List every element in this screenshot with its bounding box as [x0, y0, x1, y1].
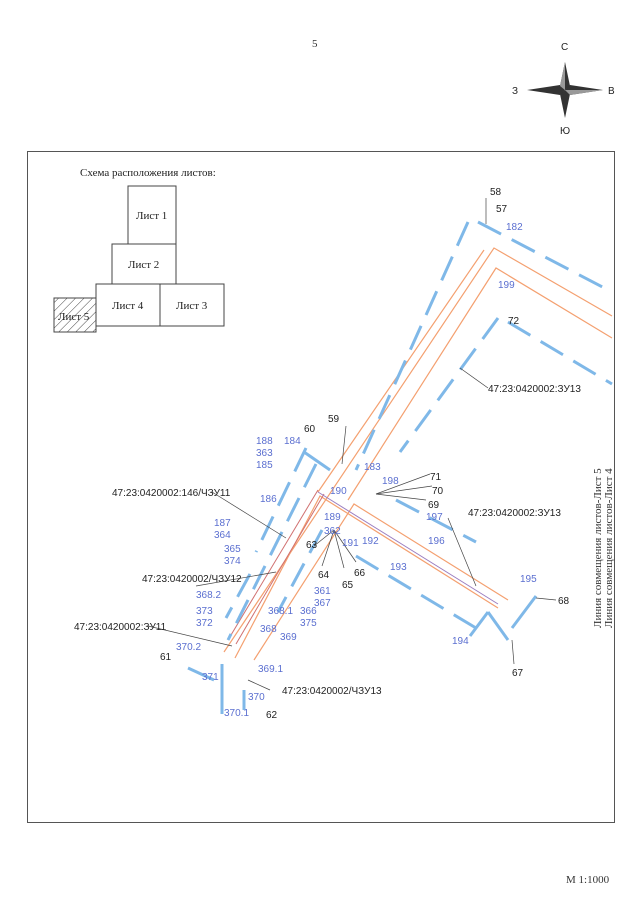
point-362: 362 — [324, 526, 341, 537]
parcel-label-zu13-top: 47:23:0420002:ЗУ13 — [488, 384, 581, 395]
parcel-label-zu11: 47:23:0420002:ЗУ11 — [74, 622, 167, 633]
point-70: 70 — [432, 486, 444, 497]
sheet-3-label: Лист 3 — [176, 300, 208, 312]
point-197: 197 — [426, 512, 443, 523]
sheet-2-label: Лист 2 — [128, 259, 159, 271]
point-370: 370 — [248, 692, 265, 703]
point-194: 194 — [452, 636, 469, 647]
point-63: 63 — [306, 540, 318, 551]
page-number: 5 — [312, 38, 318, 50]
point-370-2: 370.2 — [176, 642, 201, 653]
point-189: 189 — [324, 512, 341, 523]
compass-rose-icon — [527, 62, 603, 118]
point-186: 186 — [260, 494, 277, 505]
parcel-label-chzu12: 47:23:0420002/ЧЗУ12 — [142, 574, 242, 585]
boundary-solid — [187, 450, 538, 714]
boundary-dashed — [224, 220, 613, 641]
parcel-label-chzu11: 47:23:0420002:146/ЧЗУ11 — [112, 488, 231, 499]
point-375: 375 — [300, 618, 317, 629]
side-label-sheet-5: Линия совмещения листов-Лист 5 — [592, 468, 604, 628]
point-61: 61 — [160, 652, 172, 663]
sheet-4-label: Лист 4 — [112, 300, 144, 312]
parcel-label-chzu13: 47:23:0420002/ЧЗУ13 — [282, 686, 382, 697]
point-183: 183 — [364, 462, 381, 473]
point-369: 369 — [280, 632, 297, 643]
point-198: 198 — [382, 476, 399, 487]
point-187: 187 — [214, 518, 231, 529]
point-368: 368 — [260, 624, 277, 635]
point-184: 184 — [284, 436, 301, 447]
point-193: 193 — [390, 562, 407, 573]
point-60: 60 — [304, 424, 316, 435]
point-65: 65 — [342, 580, 354, 591]
leader-lines — [147, 198, 557, 691]
point-72: 72 — [508, 316, 520, 327]
point-363: 363 — [256, 448, 273, 459]
sheet-3-box — [159, 283, 225, 327]
point-191: 191 — [342, 538, 359, 549]
point-57: 57 — [496, 204, 508, 215]
compass-south-label: Ю — [560, 126, 570, 137]
point-190: 190 — [330, 486, 347, 497]
point-372: 372 — [196, 618, 213, 629]
road-corridor — [223, 247, 613, 661]
point-185: 185 — [256, 460, 273, 471]
point-374: 374 — [224, 556, 241, 567]
point-59: 59 — [328, 414, 340, 425]
point-366: 366 — [300, 606, 317, 617]
point-188: 188 — [256, 436, 273, 447]
point-69: 69 — [428, 500, 440, 511]
point-373: 373 — [196, 606, 213, 617]
compass-west-label: З — [512, 86, 518, 97]
point-367: 367 — [314, 598, 331, 609]
compass-east-label: В — [608, 86, 615, 97]
sheet-scheme-title: Схема расположения листов: — [80, 167, 216, 179]
point-368-1: 368.1 — [268, 606, 293, 617]
point-66: 66 — [354, 568, 366, 579]
point-192: 192 — [362, 536, 379, 547]
point-67: 67 — [512, 668, 524, 679]
point-370-1: 370.1 — [224, 708, 249, 719]
parcel-strip — [227, 489, 325, 645]
inner-boundary — [317, 491, 499, 605]
parcel-label-zu13-right: 47:23:0420002:ЗУ13 — [468, 508, 561, 519]
point-365: 365 — [224, 544, 241, 555]
point-labels: 58 57 182 199 72 60 59 188 184 363 185 1… — [160, 187, 570, 721]
sheet-5-label: Лист 5 — [58, 311, 90, 323]
point-64: 64 — [318, 570, 330, 581]
point-369-1: 369.1 — [258, 664, 283, 675]
point-62: 62 — [266, 710, 278, 721]
scale-label: М 1:1000 — [566, 874, 610, 886]
point-195: 195 — [520, 574, 537, 585]
point-196: 196 — [428, 536, 445, 547]
point-199: 199 — [498, 280, 515, 291]
point-182: 182 — [506, 222, 523, 233]
point-371: 371 — [202, 672, 219, 683]
point-368-2: 368.2 — [196, 590, 221, 601]
point-68: 68 — [558, 596, 570, 607]
point-71: 71 — [430, 472, 442, 483]
compass-north-label: С — [561, 42, 568, 53]
point-364: 364 — [214, 530, 231, 541]
point-58: 58 — [490, 187, 502, 198]
side-label-sheet-4: Линия совмещения листов-Лист 4 — [603, 468, 615, 628]
map-frame — [27, 151, 615, 823]
sheet-5-box — [53, 297, 97, 333]
sheet-1-label: Лист 1 — [136, 210, 167, 222]
point-361: 361 — [314, 586, 331, 597]
